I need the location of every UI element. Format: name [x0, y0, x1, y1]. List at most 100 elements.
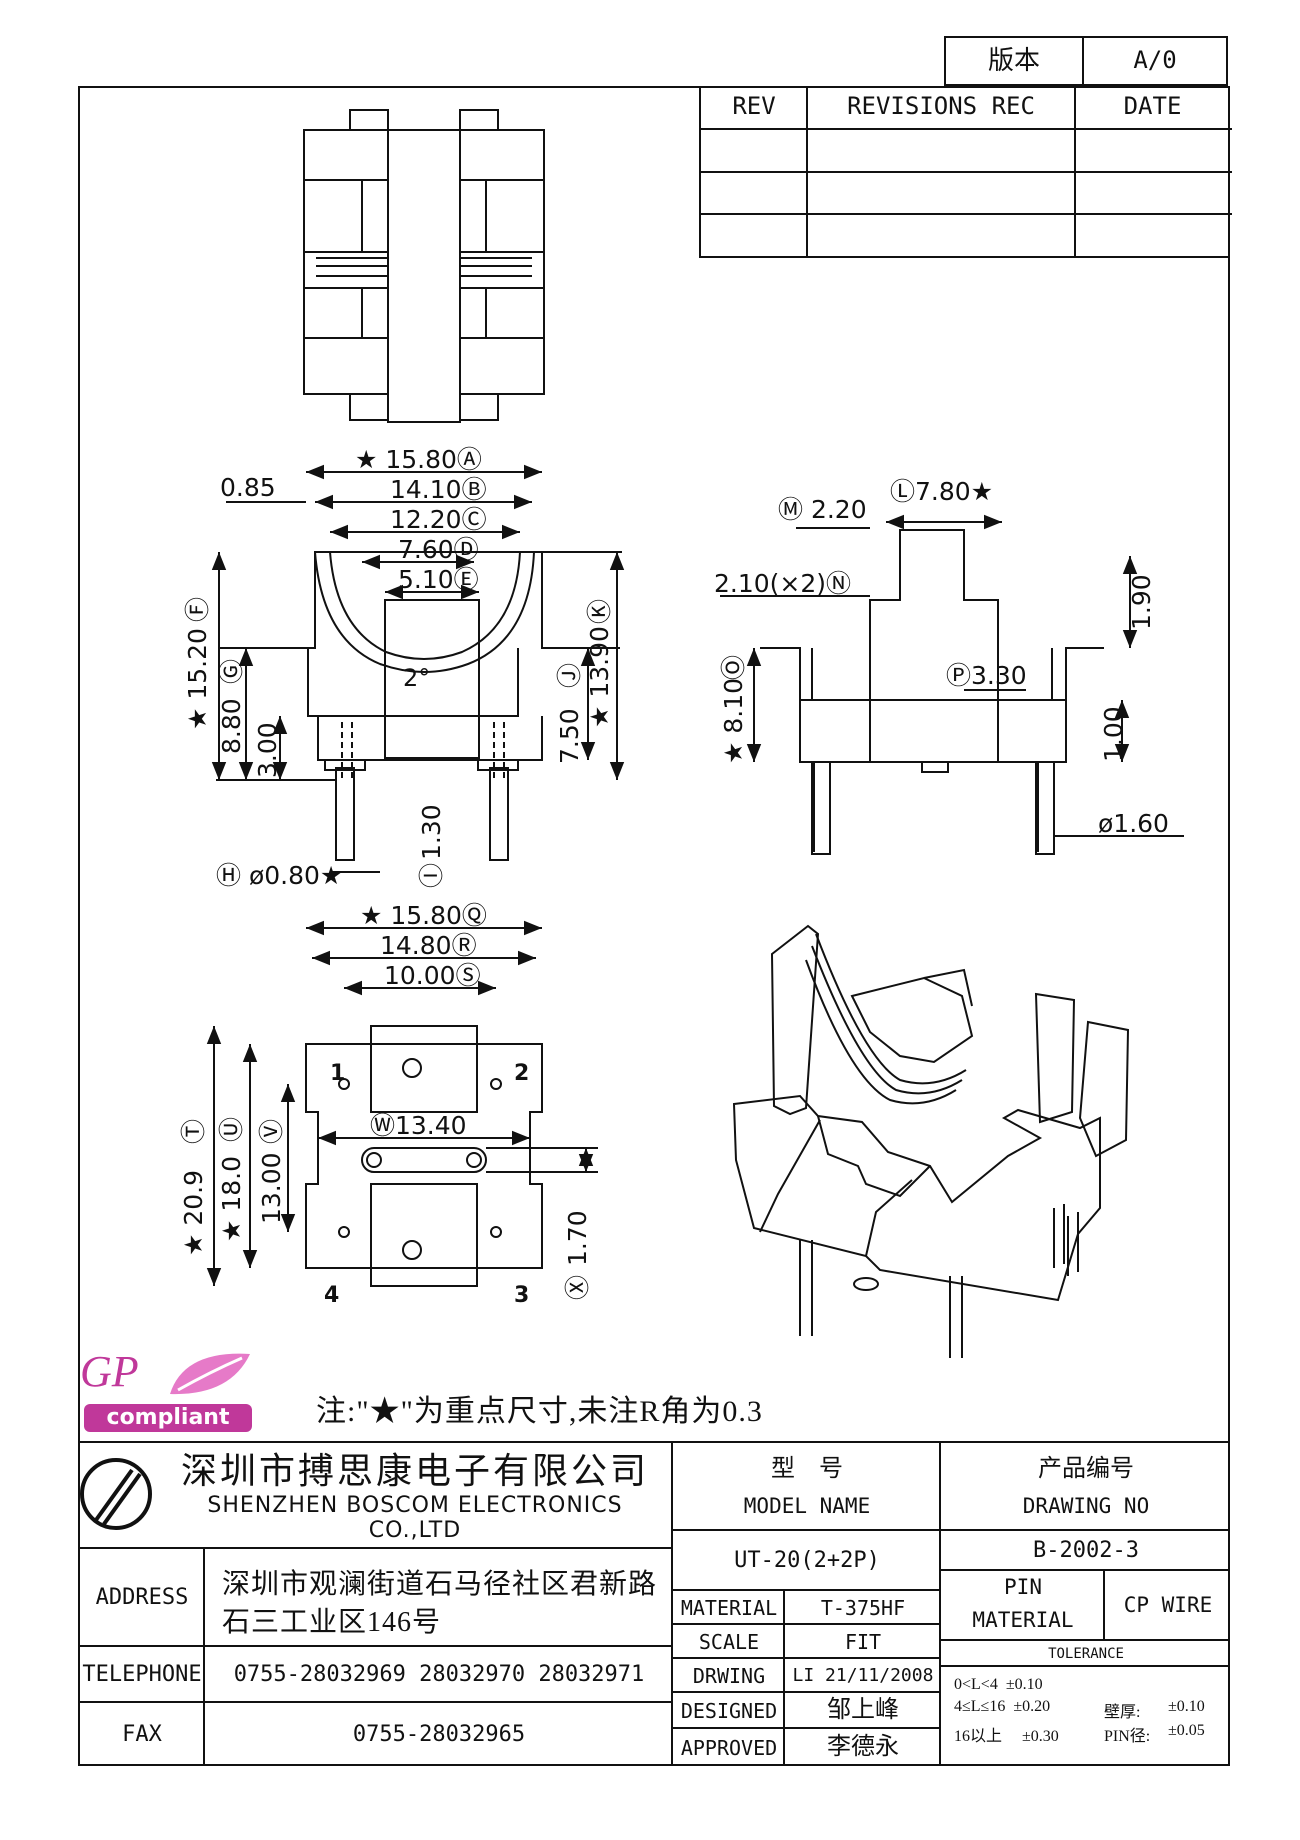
dim-g-circ: Ⓖ	[217, 659, 246, 684]
dim-h: Ⓗ ø0.80★	[216, 861, 342, 890]
dim-f-circ: Ⓕ	[183, 597, 212, 622]
front-view	[211, 464, 625, 873]
designed-label: DESIGNED	[680, 1698, 778, 1723]
front-view-labels: ★ 15.80Ⓐ 0.85 14.10Ⓑ 12.20Ⓒ 7.60Ⓓ 5.10Ⓔ …	[183, 445, 614, 890]
dim-angle: 2°	[403, 664, 430, 692]
drawing-by-label: DRWING	[692, 1663, 766, 1688]
model-value: UT-20(2+2P)	[734, 1548, 880, 1574]
dim-t-circ: Ⓣ	[179, 1119, 208, 1144]
address-line-1: 深圳市观澜街道石马径社区君新路	[222, 1569, 658, 1600]
drawing-by-value: LI 21/11/2008	[792, 1664, 934, 1686]
rev-header: REV	[732, 92, 776, 121]
leaf-icon	[170, 1353, 250, 1395]
tolerance-row-2: 4≤L≤16 ±0.20	[954, 1698, 1051, 1715]
gp-logo-text: GP	[80, 1347, 139, 1396]
title-block-grid	[78, 1441, 1230, 1766]
revisions-table: REV REVISIONS REC DATE	[699, 86, 1232, 258]
pin-1-label: 1	[330, 1061, 345, 1086]
version-box: 版本 A/0	[944, 36, 1228, 86]
material-value: T-375HF	[820, 1595, 906, 1620]
dim-w: Ⓦ13.40	[370, 1111, 467, 1140]
telephone-value: 0755-28032969 28032970 28032971	[233, 1662, 645, 1688]
dim-f: ★ 15.20	[183, 628, 212, 730]
material-label: MATERIAL	[680, 1595, 778, 1620]
wall-thickness-value: ±0.10	[1168, 1698, 1205, 1715]
pin-material-label-2: MATERIAL	[972, 1607, 1074, 1632]
dim-r: 14.80Ⓡ	[380, 931, 477, 960]
pin-material-label-1: PIN	[1004, 1574, 1042, 1599]
address-line-2: 石三工业区146号	[222, 1607, 442, 1638]
gp-compliant-badge: compliant	[84, 1404, 252, 1432]
dim-g: 8.80	[217, 698, 246, 754]
fax-value: 0755-28032965	[352, 1722, 526, 1748]
dim-s: 10.00Ⓢ	[384, 961, 481, 990]
designed-value: 邹上峰	[827, 1697, 899, 1724]
side-view	[720, 514, 1184, 855]
company-name-cn: 深圳市搏思康电子有限公司	[180, 1451, 649, 1492]
tolerance-label: TOLERANCE	[1048, 1645, 1124, 1662]
dim-k: ★ 13.90	[585, 626, 614, 728]
drawing-note: 注:"★"为重点尺寸,未注R角为0.3	[316, 1395, 763, 1428]
dim-v: 13.00	[257, 1152, 286, 1224]
dim-b: 14.10Ⓑ	[390, 475, 487, 504]
dim-k-circ: Ⓚ	[585, 599, 614, 624]
dim-190: 1.90	[1127, 574, 1156, 630]
dim-130: 1.30	[417, 804, 446, 860]
drawing-no-value: B-2002-3	[1033, 1538, 1139, 1564]
dim-u-circ: Ⓤ	[217, 1117, 246, 1142]
dim-u: ★ 18.0	[217, 1156, 246, 1242]
approved-label: APPROVED	[680, 1735, 778, 1760]
fax-label: FAX	[122, 1722, 162, 1748]
isometric-view	[732, 924, 1130, 1358]
tolerance-row-3: 16以上 ±0.30	[954, 1728, 1059, 1745]
dim-c: 12.20Ⓒ	[390, 505, 487, 534]
version-value: A/0	[1133, 46, 1177, 75]
dim-a: ★ 15.80Ⓐ	[355, 445, 482, 474]
bottom-view-labels: ★ 15.80Ⓠ 14.80Ⓡ 10.00Ⓢ Ⓦ13.40 Ⓣ ★ 20.9 Ⓤ…	[179, 901, 592, 1308]
dim-100: 1.00	[1099, 706, 1128, 762]
bottom-view	[206, 920, 598, 1287]
scale-label: SCALE	[698, 1629, 760, 1654]
top-view	[303, 109, 545, 423]
boscom-logo-icon	[80, 1458, 152, 1530]
drawing-area: ★ 15.80Ⓐ 0.85 14.10Ⓑ 12.20Ⓒ 7.60Ⓓ 5.10Ⓔ …	[179, 109, 1184, 1358]
dim-j-circ: Ⓙ	[555, 663, 584, 688]
dim-i-circ: Ⓘ	[417, 863, 446, 888]
dim-t: ★ 20.9	[179, 1170, 208, 1256]
dim-170: 1.70	[563, 1210, 592, 1266]
pin-diameter-label: PIN径:	[1104, 1728, 1151, 1745]
pin-3-label: 3	[514, 1283, 529, 1308]
drawing-no-label-cn: 产品编号	[1038, 1456, 1134, 1483]
pin-2-label: 2	[514, 1061, 529, 1086]
dim-j: 7.50	[555, 708, 584, 764]
dim-pin-dia: ø1.60	[1098, 809, 1169, 838]
company-name-en: SHENZHEN BOSCOM ELECTRONICS CO.,LTD	[207, 1492, 623, 1543]
drawing-no-label-en: DRAWING NO	[1022, 1493, 1150, 1518]
wall-thickness-label: 壁厚:	[1104, 1704, 1141, 1721]
dim-l: Ⓛ7.80★	[890, 477, 993, 506]
telephone-label: TELEPHONE	[82, 1662, 202, 1688]
dim-o-circ: Ⓞ	[719, 655, 748, 680]
dim-e: 5.10Ⓔ	[398, 565, 479, 594]
dim-d: 7.60Ⓓ	[398, 535, 479, 564]
model-label-cn: 型 号	[771, 1456, 843, 1483]
revisions-rec-header: REVISIONS REC	[847, 92, 1035, 121]
gp-compliant-logo: GP compliant	[80, 1344, 260, 1444]
dim-v-circ: Ⓥ	[257, 1119, 286, 1144]
pin-material-value: CP WIRE	[1123, 1592, 1213, 1617]
dim-x-circ: Ⓧ	[563, 1275, 592, 1300]
revisions-grid	[701, 86, 1232, 258]
drawing-frame	[78, 86, 1230, 1766]
date-header: DATE	[1123, 92, 1182, 121]
dim-n: 2.10(×2)Ⓝ	[714, 569, 851, 598]
dim-m: Ⓜ 2.20	[778, 495, 867, 524]
address-label: ADDRESS	[95, 1585, 189, 1611]
approved-value: 李德永	[827, 1734, 899, 1761]
pin-diameter-value: ±0.05	[1168, 1722, 1205, 1739]
pin-4-label: 4	[324, 1283, 339, 1308]
tolerance-row-1: 0<L<4 ±0.10	[954, 1676, 1043, 1693]
dim-o: ★ 8.10	[719, 678, 748, 764]
dim-3: 3.00	[253, 722, 282, 778]
version-label: 版本	[946, 38, 1084, 84]
dim-085: 0.85	[220, 473, 276, 502]
